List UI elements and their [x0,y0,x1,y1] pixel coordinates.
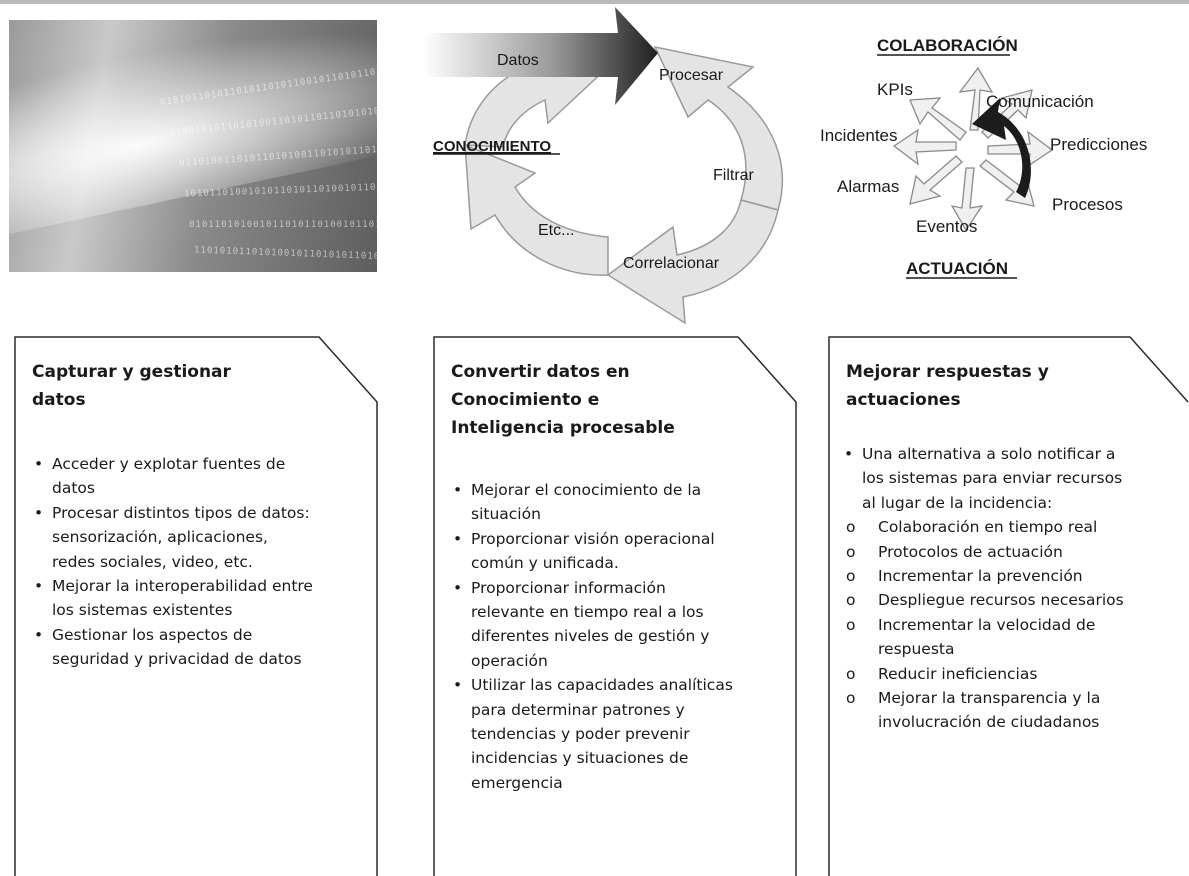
binary-data-image: 0101011010110101101011001011010110100101… [9,20,377,272]
list-item: Acceder y explotar fuentes de datos [30,452,313,501]
label-predicciones: Predicciones [1050,135,1147,154]
card-frame [14,336,378,876]
label-alarmas: Alarmas [837,177,899,196]
collaboration-diagram: COLABORACIÓN KPIs Comunicación Incidente… [820,36,1147,279]
label-comunicacion: Comunicación [986,92,1094,111]
column-response: Mejorar respuestas y actuaciones Una alt… [828,336,1189,876]
datos-arrow [423,7,658,105]
arrow-correlacionar [606,199,779,325]
sub-list-item: Protocolos de actuación [840,540,1124,565]
label-kpis: KPIs [877,80,913,99]
sub-list-item: Reducir ineficiencias [840,662,1124,687]
column-capture: Capturar y gestionar datos Acceder y exp… [14,336,378,876]
list-item: Gestionar los aspectos de seguridad y pr… [30,623,313,672]
card-frame [433,336,797,876]
list-item: Una alternativa a solo notificar a los s… [840,442,1124,515]
sub-list-item: Colaboración en tiempo real [840,515,1124,540]
column-title: Convertir datos en Conocimiento e Inteli… [451,362,675,438]
column-title: Capturar y gestionar datos [32,362,231,410]
cycle-arrows [464,38,784,325]
top-border [0,0,1189,4]
list-item: Utilizar las capacidades analíticas para… [449,673,733,795]
knowledge-cycle-diagram: Datos Procesar Filtrar Correlacionar Etc… [423,7,784,325]
list-item: Procesar distintos tipos de datos: senso… [30,501,313,574]
label-filtrar: Filtrar [713,167,755,184]
label-etc: Etc... [538,222,574,239]
column-knowledge: Convertir datos en Conocimiento e Inteli… [433,336,797,876]
sub-list-item: Despliegue recursos necesarios [840,588,1124,613]
label-colaboracion: COLABORACIÓN [877,36,1018,55]
label-eventos: Eventos [916,217,977,236]
sub-list-item: Incrementar la prevención [840,564,1124,589]
list-item: Mejorar el conocimiento de la situación [449,478,733,527]
label-procesar: Procesar [659,67,724,84]
label-conocimiento: CONOCIMIENTO [433,138,551,155]
bullet-list: Acceder y explotar fuentes de datos Proc… [30,452,313,672]
label-incidentes: Incidentes [820,126,898,145]
label-actuacion: ACTUACIÓN [906,259,1008,278]
arrow-etc [464,143,609,276]
list-item: Proporcionar información relevante en ti… [449,576,733,674]
list-item: Proporcionar visión operacional común y … [449,527,733,576]
sub-list-item: Mejorar la transparencia y la involucrac… [840,686,1124,735]
label-correlacionar: Correlacionar [623,255,720,272]
list-item: Mejorar la interoperabilidad entre los s… [30,574,313,623]
sub-list-item: Incrementar la velocidad de respuesta [840,613,1124,662]
actuation-arrow [972,98,1031,198]
label-procesos: Procesos [1052,195,1123,214]
label-datos: Datos [497,52,539,69]
card-frame [828,336,1189,876]
bullet-list: Mejorar el conocimiento de la situación … [449,478,733,795]
bullet-list: Una alternativa a solo notificar a los s… [840,442,1124,735]
column-title: Mejorar respuestas y actuaciones [846,362,1049,410]
